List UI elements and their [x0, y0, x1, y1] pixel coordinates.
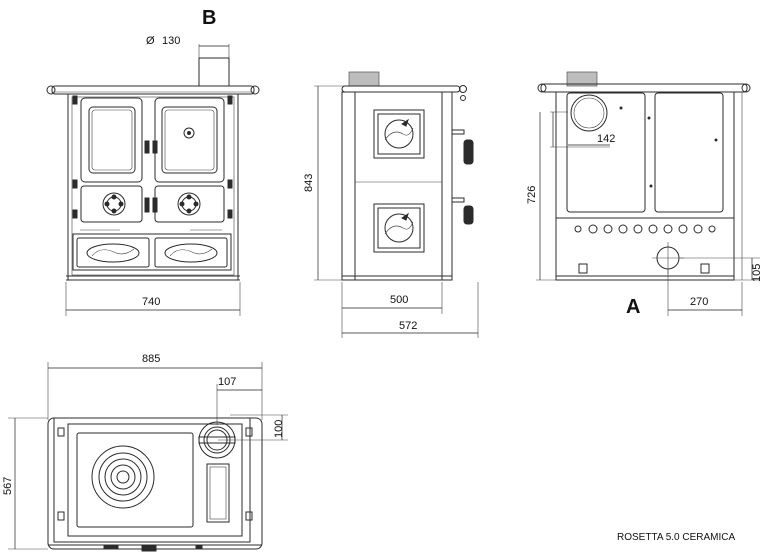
front-view: B Ø 130	[46, 7, 260, 316]
side-ceramic-tile-upper	[373, 109, 425, 159]
flue-diameter-symbol: Ø	[146, 35, 155, 47]
side-depth-body-dimension: 500	[390, 294, 408, 306]
side-depth-total-dimension: 572	[399, 320, 417, 332]
right-air-regulator	[177, 192, 201, 216]
left-air-regulator	[102, 192, 126, 216]
back-flue-outlet	[570, 94, 608, 132]
top-flue-depth-dimension: 100	[273, 420, 285, 438]
top-width-dimension: 885	[142, 353, 160, 365]
front-flue-pipe	[198, 57, 230, 87]
back-view: 142 726 105 270 A	[526, 71, 763, 318]
height-dimension: 843	[303, 174, 315, 192]
side-ceramic-tile-lower	[373, 203, 425, 253]
back-flue-offset-dimension: 270	[690, 296, 708, 308]
top-flue-offset-dimension: 107	[218, 376, 236, 388]
back-flue-dimension: 142	[597, 133, 615, 145]
flue-diameter-dimension: 130	[162, 35, 180, 47]
front-width-dimension: 740	[142, 296, 160, 308]
view-label-b: B	[202, 7, 216, 29]
side-body	[341, 91, 453, 281]
back-vent-holes	[556, 217, 734, 234]
model-caption: ROSETTA 5.0 CERAMICA	[617, 532, 736, 543]
thermometer	[183, 127, 195, 139]
back-height-dimension: 726	[526, 186, 538, 204]
back-flue-height-dimension: 105	[751, 264, 763, 282]
view-label-a: A	[626, 296, 640, 318]
top-view: 885 107 100 567	[2, 353, 288, 552]
top-side-slot	[206, 463, 230, 523]
front-body	[67, 93, 239, 281]
top-depth-dimension: 567	[2, 477, 14, 495]
hob-rings	[91, 445, 155, 509]
side-view: 843	[303, 71, 479, 338]
cooking-plate	[76, 432, 194, 528]
